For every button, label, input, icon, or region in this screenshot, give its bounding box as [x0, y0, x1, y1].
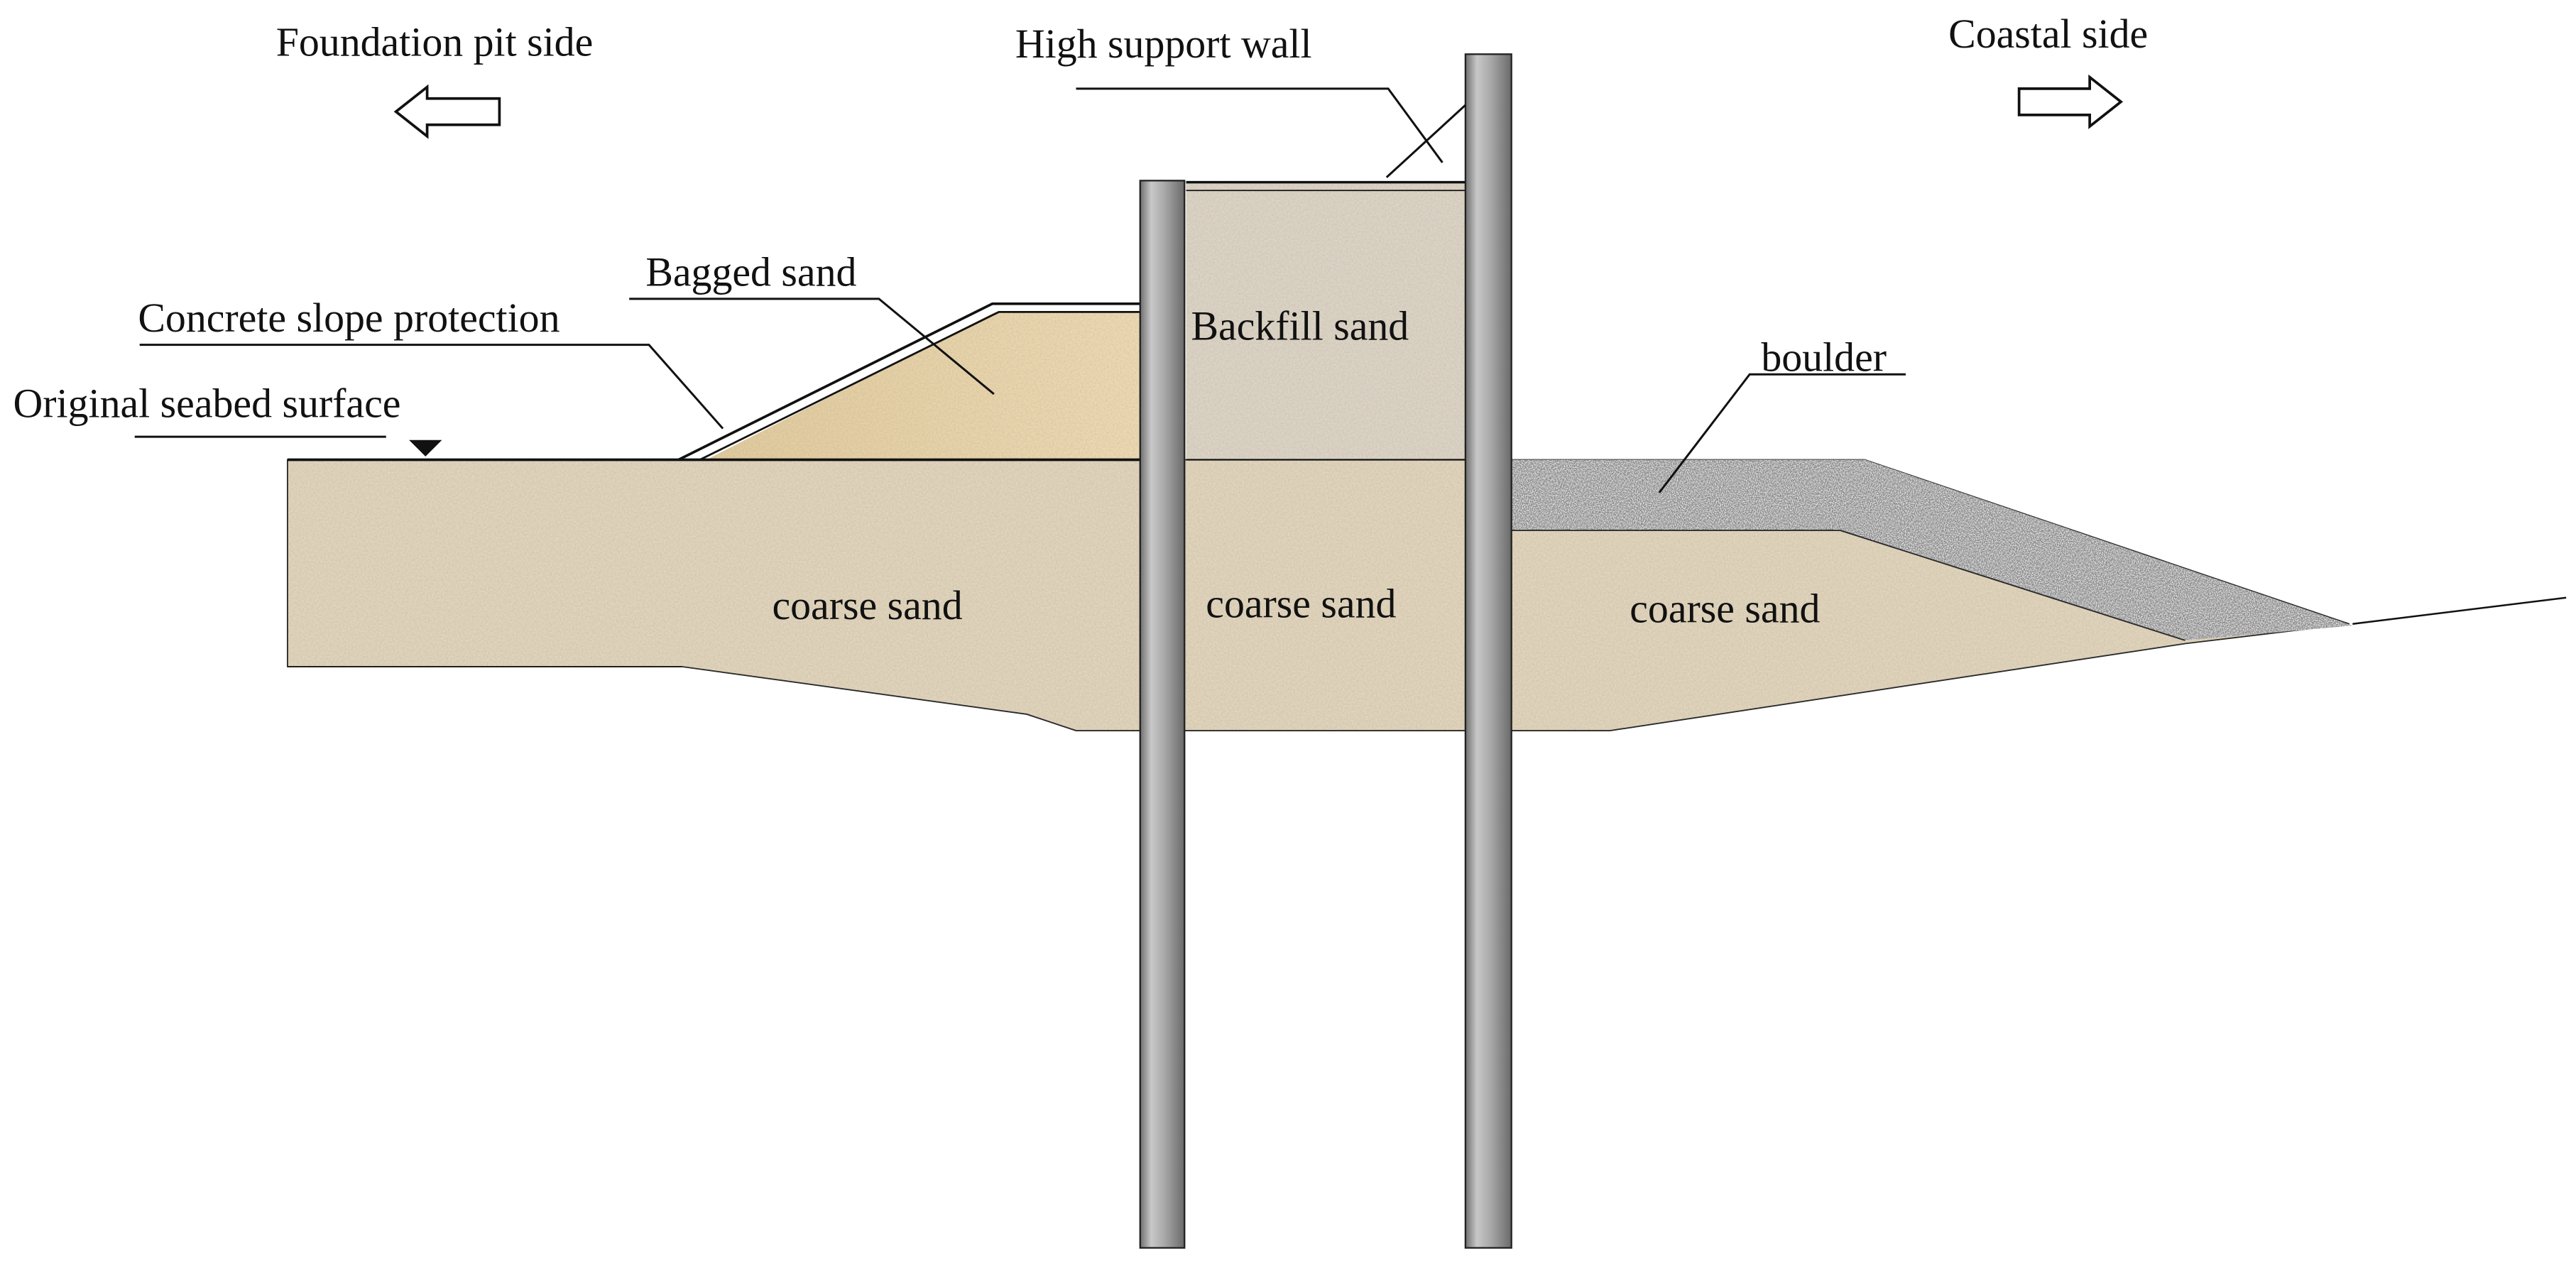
coarse-sand-right-label: coarse sand [1630, 585, 1820, 631]
inner-support-wall [1139, 180, 1186, 1249]
coastal-side-label: Coastal side [1948, 11, 2148, 57]
inverted-triangle-icon [409, 440, 442, 457]
coarse-sand-left-label: coarse sand [772, 582, 962, 628]
boulder-layer [1511, 459, 2353, 640]
backfill-sand-fill [1186, 184, 1466, 460]
concrete-slope-protection-inner-line [699, 310, 1140, 461]
concrete-slope-protection-line [677, 302, 1140, 462]
coarse-sand-middle-label: coarse sand [1206, 581, 1396, 627]
bagged-sand-label: Bagged sand [645, 249, 856, 295]
outline-arrow-right-icon [2017, 74, 2124, 129]
original-seabed-surface-label: Original seabed surface [13, 380, 401, 426]
high-support-wall-label: High support wall [1015, 21, 1312, 67]
outline-arrow-left-icon [393, 84, 501, 139]
concrete-slope-protection-label: Concrete slope protection [138, 295, 560, 341]
backfill-sand-label: Backfill sand [1191, 303, 1409, 349]
leader-lines [134, 87, 1906, 493]
seabed-line-right [2352, 596, 2567, 626]
foundation-pit-side-label: Foundation pit side [276, 19, 594, 65]
bagged-sand-fill [706, 312, 1140, 460]
boulder-label: boulder [1761, 334, 1887, 381]
high-support-wall-shape [1464, 53, 1512, 1249]
